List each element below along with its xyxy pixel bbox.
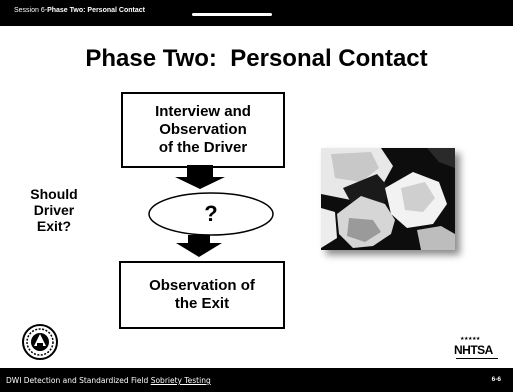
slide-title: Phase Two: Personal Contact xyxy=(85,45,428,72)
page-number: 6-6 xyxy=(491,376,501,383)
session-title: Phase Two: Personal Contact xyxy=(47,7,145,14)
logo-stars: ★★★★★ xyxy=(460,336,480,342)
header-bar: Session 6-Phase Two: Personal Contact xyxy=(0,0,513,26)
course-seal-logo xyxy=(22,324,58,360)
logo-text: NHTSA xyxy=(454,343,493,357)
down-arrow-bottom xyxy=(176,235,222,257)
header-underline xyxy=(192,13,272,16)
footer-text-main: DWI Detection and Standardized Field xyxy=(6,376,151,385)
logo-underline xyxy=(456,358,498,359)
session-prefix: Session 6- xyxy=(14,7,48,14)
footer-text-underlined: Sobriety Testing xyxy=(150,376,211,385)
footer-course-title: DWI Detection and Standardized Field Sob… xyxy=(6,376,211,385)
exit-observation-box: Observation of the Exit xyxy=(119,261,285,329)
interview-observation-box: Interview and Observation of the Driver xyxy=(121,92,285,168)
officer-driver-photo xyxy=(321,148,455,250)
nhtsa-logo: ★★★★★ NHTSA xyxy=(454,336,502,366)
should-driver-exit-question: Should Driver Exit? xyxy=(30,186,78,234)
down-arrow-top xyxy=(175,165,225,189)
footer-bar: DWI Detection and Standardized Field Sob… xyxy=(0,368,513,392)
decision-mark: ? xyxy=(204,201,218,226)
session-header: Session 6-Phase Two: Personal Contact xyxy=(14,7,145,14)
